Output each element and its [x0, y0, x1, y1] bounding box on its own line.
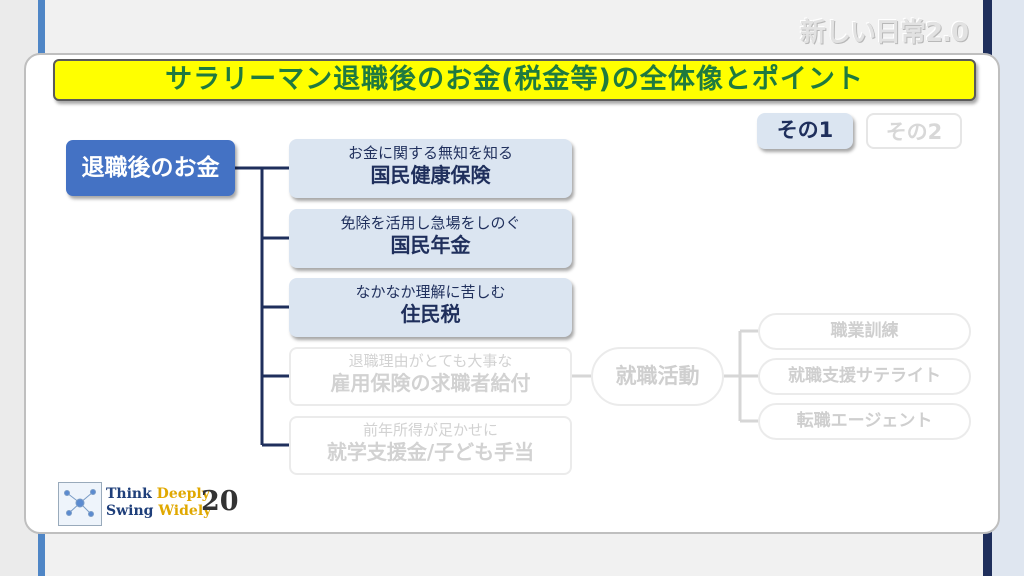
leaf-job-support-satellite: 就職支援サテライト — [758, 358, 971, 395]
logo-icon — [58, 482, 102, 526]
branch-title: 就学支援金/子ども手当 — [326, 440, 535, 464]
network-icon — [64, 489, 96, 517]
leaf-job-agent: 転職エージェント — [758, 403, 971, 440]
series-title: 新しい日常2.0 — [799, 18, 969, 48]
branch-node-school-support: 前年所得が足かせに 就学支援金/子ども手当 — [289, 416, 572, 475]
branch-subtitle: お金に関する無知を知る — [347, 144, 513, 162]
leaf-vocational-training: 職業訓練 — [758, 313, 971, 350]
branch-title: 国民年金 — [390, 233, 471, 257]
branch-title: 国民健康保険 — [370, 163, 491, 187]
branch-subtitle: なかなか理解に苦しむ — [355, 283, 506, 301]
logo-swing: Swing — [106, 503, 154, 519]
branch-title: 雇用保険の求職者給付 — [330, 371, 531, 395]
branch-subtitle: 前年所得が足かせに — [362, 421, 498, 439]
root-node: 退職後のお金 — [66, 140, 235, 196]
branch-node-national-pension: 免除を活用し急場をしのぐ 国民年金 — [289, 209, 572, 268]
branch-subtitle: 退職理由がとても大事な — [348, 352, 513, 370]
branch-node-resident-tax: なかなか理解に苦しむ 住民税 — [289, 278, 572, 337]
branch-node-health-insurance: お金に関する無知を知る 国民健康保険 — [289, 139, 572, 198]
logo-number: 20 — [201, 486, 239, 517]
logo-wordmark: Think Deeply Swing Widely — [106, 486, 211, 520]
job-hunting-node: 就職活動 — [591, 347, 724, 406]
branch-title: 住民税 — [400, 302, 461, 326]
branch-node-employment-insurance: 退職理由がとても大事な 雇用保険の求職者給付 — [289, 347, 572, 406]
logo-think: Think — [106, 486, 152, 502]
tab-part-1[interactable]: その1 — [757, 113, 853, 149]
logo-widely: Widely — [158, 503, 212, 519]
tab-part-2[interactable]: その2 — [866, 113, 962, 149]
logo-deeply: Deeply — [156, 486, 210, 502]
branch-subtitle: 免除を活用し急場をしのぐ — [340, 214, 521, 232]
page-title: サラリーマン退職後のお金(税金等)の全体像とポイント — [53, 59, 976, 101]
